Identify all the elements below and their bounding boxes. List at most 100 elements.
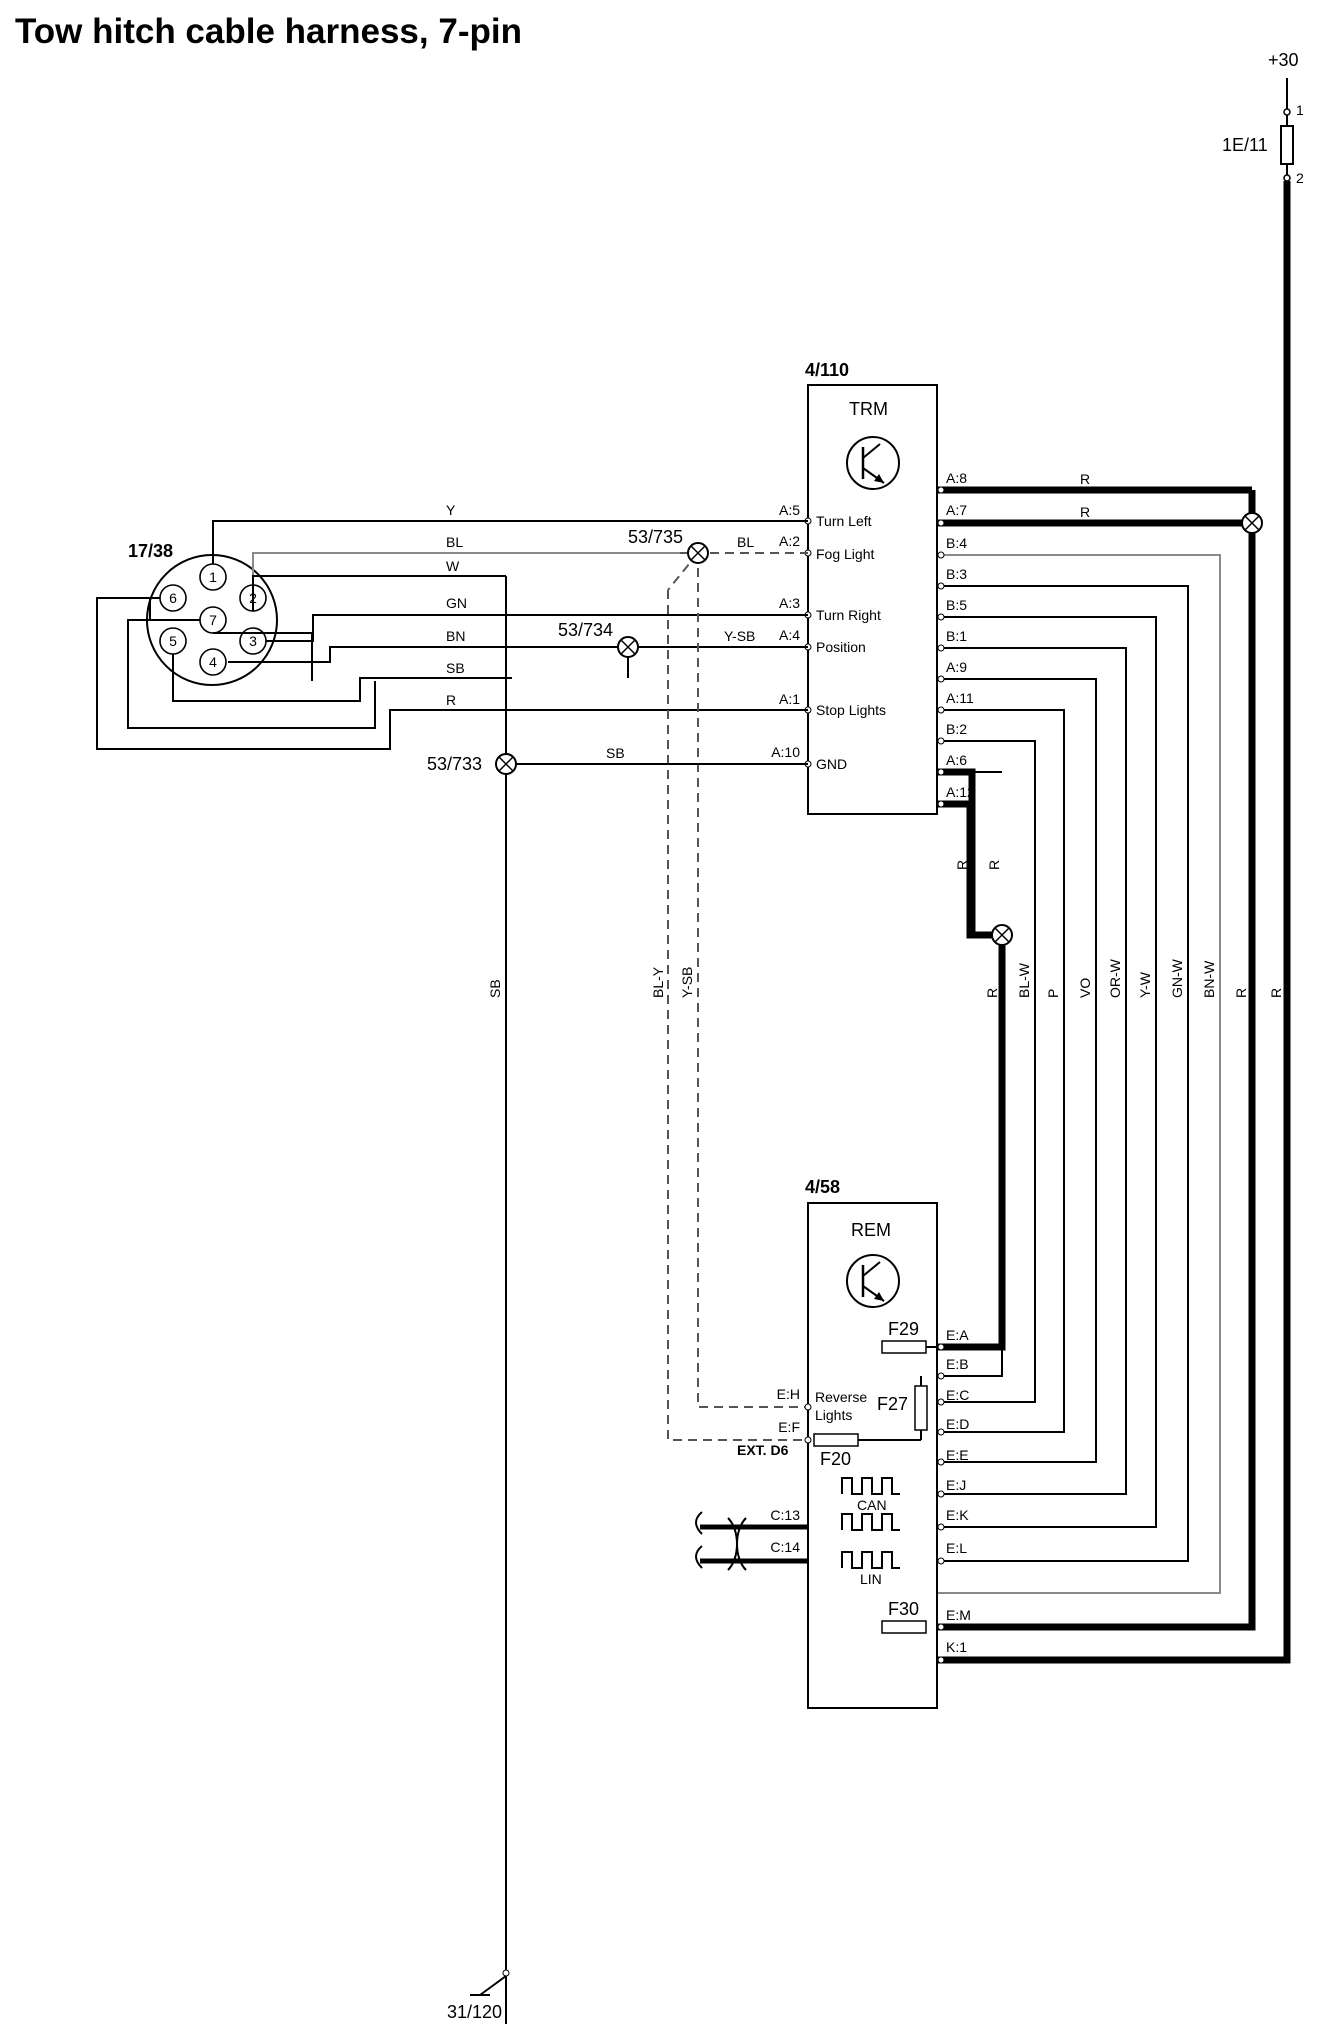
svg-text:GND: GND: [816, 756, 847, 772]
svg-text:SB: SB: [606, 745, 625, 761]
svg-text:BN-W: BN-W: [1201, 960, 1217, 998]
svg-text:R: R: [984, 988, 1000, 998]
svg-text:R: R: [954, 860, 970, 870]
trm-id: 4/110: [805, 360, 849, 380]
trailer-socket[interactable]: 17/38 1 2 3 4 5 6 7: [128, 541, 278, 686]
svg-text:LIN: LIN: [860, 1571, 882, 1587]
svg-text:3: 3: [249, 633, 257, 649]
svg-text:F30: F30: [888, 1599, 919, 1619]
svg-text:BL: BL: [446, 534, 463, 550]
svg-text:BN: BN: [446, 628, 465, 644]
svg-text:C:14: C:14: [770, 1539, 800, 1555]
svg-text:A:10: A:10: [771, 744, 800, 760]
svg-text:E:C: E:C: [946, 1387, 969, 1403]
svg-text:A:5: A:5: [779, 502, 800, 518]
svg-text:E:L: E:L: [946, 1540, 967, 1556]
svg-text:C:13: C:13: [770, 1507, 800, 1523]
svg-text:31/120: 31/120: [447, 2002, 502, 2022]
svg-text:E:F: E:F: [778, 1419, 800, 1435]
svg-text:OR-W: OR-W: [1107, 958, 1123, 998]
fuse-f27: [914, 1385, 928, 1431]
transistor-icon: [846, 1254, 900, 1308]
svg-text:4: 4: [209, 654, 217, 670]
splice-53-733: 53/733: [427, 753, 808, 775]
svg-text:GN-W: GN-W: [1169, 958, 1185, 998]
svg-text:53/734: 53/734: [558, 620, 613, 640]
svg-text:B:1: B:1: [946, 628, 967, 644]
svg-text:R: R: [446, 692, 456, 708]
svg-text:A:2: A:2: [779, 533, 800, 549]
svg-text:2: 2: [1296, 170, 1304, 186]
svg-text:E:E: E:E: [946, 1447, 969, 1463]
svg-text:A:7: A:7: [946, 502, 967, 518]
svg-text:K:1: K:1: [946, 1639, 967, 1655]
svg-text:7: 7: [209, 612, 217, 628]
socket-wires: W BN SB Y BL GN R BL Y-SB SB: [96, 502, 808, 2024]
svg-text:B:2: B:2: [946, 721, 967, 737]
svg-text:GN: GN: [446, 595, 467, 611]
fuse-f20: [813, 1433, 859, 1447]
supply-feed: [882, 78, 1294, 1664]
trm-name: TRM: [849, 399, 888, 419]
svg-text:VO: VO: [1077, 978, 1093, 998]
svg-text:B:5: B:5: [946, 597, 967, 613]
svg-text:1E/11: 1E/11: [1222, 135, 1268, 155]
svg-text:Y: Y: [446, 502, 456, 518]
svg-text:R: R: [1268, 988, 1284, 998]
trm-module[interactable]: 4/110 TRM: [805, 360, 938, 815]
can-signal-icon: [841, 1513, 900, 1531]
svg-text:B:3: B:3: [946, 566, 967, 582]
svg-text:A:4: A:4: [779, 627, 800, 643]
svg-text:1: 1: [1296, 102, 1304, 118]
svg-text:A:3: A:3: [779, 595, 800, 611]
svg-text:Lights: Lights: [815, 1407, 852, 1423]
svg-text:Fog Light: Fog Light: [816, 546, 874, 562]
trm-right-pins: A:8 A:7 B:4 B:3 B:5 B:1 A:9 A:11 B:2 A:6…: [937, 470, 1090, 808]
svg-text:E:M: E:M: [946, 1607, 971, 1623]
svg-text:E:A: E:A: [946, 1327, 969, 1343]
svg-text:R: R: [1080, 471, 1090, 487]
svg-text:BL-W: BL-W: [1016, 962, 1032, 998]
svg-text:A:6: A:6: [946, 752, 967, 768]
svg-text:BL-Y: BL-Y: [650, 966, 666, 998]
ground-31-120: 31/120: [447, 1960, 510, 2022]
fuse-f30: [881, 1620, 927, 1634]
svg-text:R: R: [986, 860, 1002, 870]
svg-text:E:H: E:H: [777, 1386, 800, 1402]
svg-text:53/735: 53/735: [628, 527, 683, 547]
svg-text:E:B: E:B: [946, 1356, 969, 1372]
svg-text:53/733: 53/733: [427, 754, 482, 774]
transistor-icon: [846, 436, 900, 490]
svg-text:W: W: [446, 558, 460, 574]
splice-r: [991, 512, 1263, 946]
svg-text:Reverse: Reverse: [815, 1389, 867, 1405]
splice-53-734: 53/734: [558, 620, 639, 678]
svg-text:BL: BL: [737, 534, 754, 550]
rem-right-pins: E:A E:B E:C E:D E:E E:J E:K E:L E:M K:1: [937, 1327, 971, 1664]
svg-text:Y-W: Y-W: [1137, 971, 1153, 998]
rem-internal: Reverse Lights EXT. D6 CAN LIN: [737, 1389, 900, 1587]
svg-text:5: 5: [169, 633, 177, 649]
svg-text:1: 1: [209, 569, 217, 585]
svg-text:A:12: A:12: [946, 784, 975, 800]
svg-text:EXT. D6: EXT. D6: [737, 1442, 789, 1458]
svg-text:B:4: B:4: [946, 535, 967, 551]
svg-text:Y-SB: Y-SB: [724, 628, 755, 644]
svg-text:R: R: [1080, 504, 1090, 520]
svg-text:Turn Left: Turn Left: [816, 513, 872, 529]
svg-text:Position: Position: [816, 639, 866, 655]
trm-left-pins: A:5 A:2 A:3 A:4 A:1 A:10 Turn Left Fog L…: [771, 502, 886, 772]
rem-module[interactable]: 4/58 REM: [805, 1177, 938, 1709]
svg-text:17/38: 17/38: [128, 541, 173, 561]
diagram-title: Tow hitch cable harness, 7-pin: [15, 12, 522, 51]
fuse-1e11[interactable]: [1280, 125, 1294, 165]
svg-text:F29: F29: [888, 1319, 919, 1339]
svg-text:E:K: E:K: [946, 1507, 969, 1523]
svg-text:+30: +30: [1268, 50, 1299, 70]
svg-text:A:11: A:11: [946, 690, 974, 706]
lin-signal-icon: [841, 1551, 900, 1569]
rem-left-pins: E:H E:F C:13 C:14: [695, 1386, 812, 1571]
svg-text:A:9: A:9: [946, 659, 967, 675]
svg-text:Turn Right: Turn Right: [816, 607, 881, 623]
svg-text:SB: SB: [446, 660, 465, 676]
